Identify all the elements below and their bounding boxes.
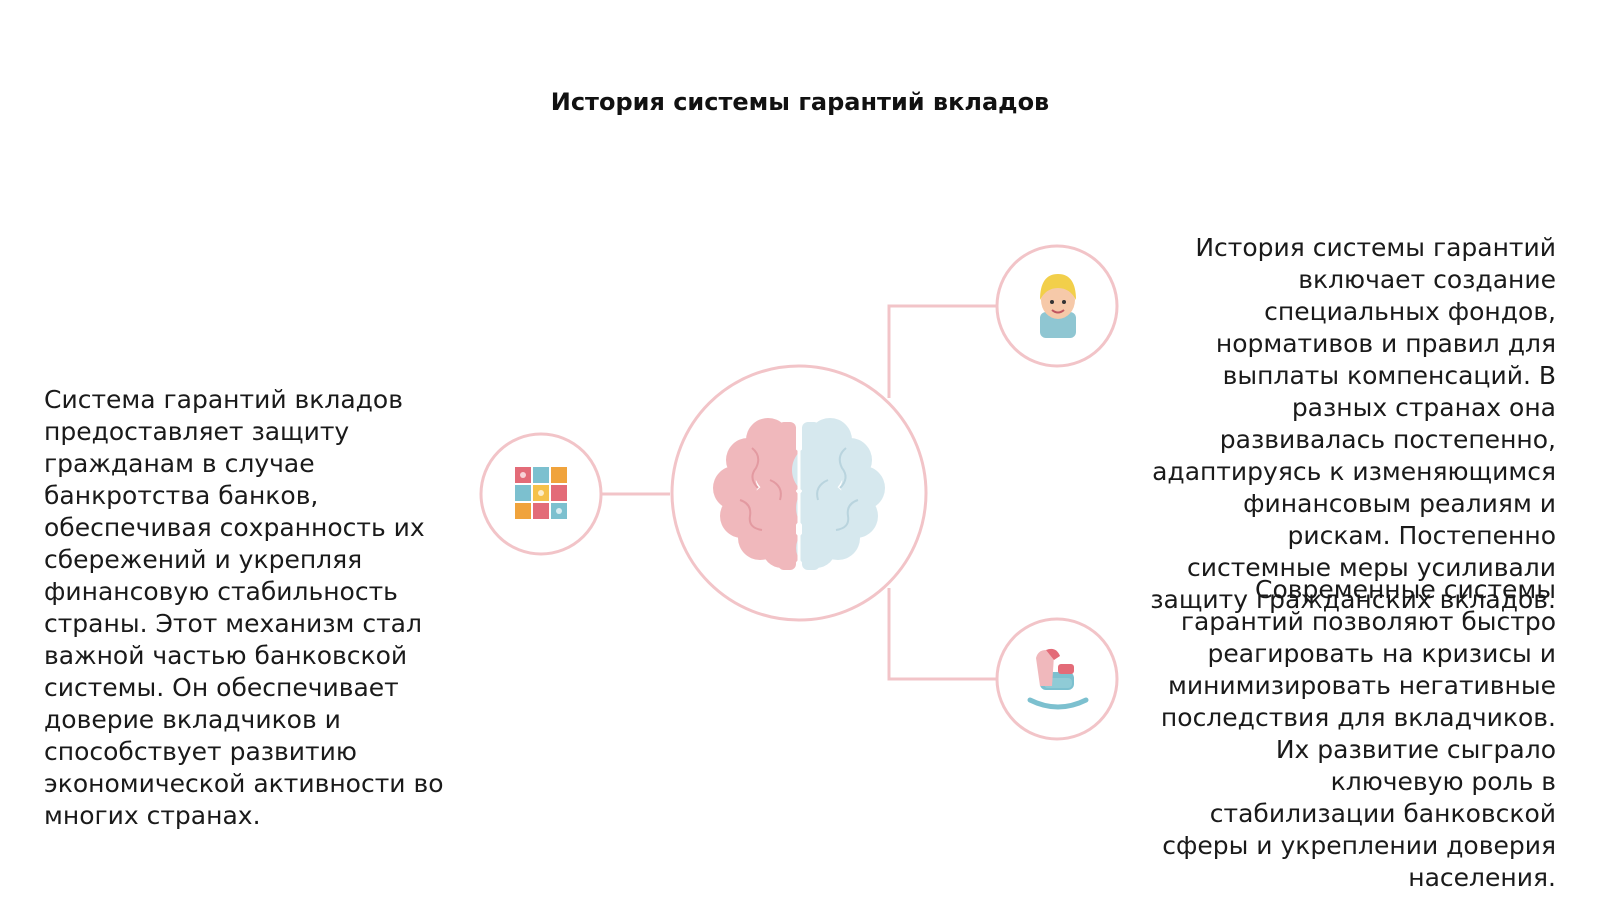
page-title: История системы гарантий вкладов bbox=[550, 88, 1050, 116]
bottom-right-description: Современные системы гарантий позволяют б… bbox=[1160, 575, 1556, 892]
top-right-description: История системы гарантий включает создан… bbox=[1150, 233, 1556, 614]
blocks-icon bbox=[515, 467, 567, 519]
left-description: Система гарантий вкладов предоставляет з… bbox=[44, 385, 444, 830]
connector-bottom-right bbox=[887, 588, 997, 681]
child-icon bbox=[1040, 274, 1076, 338]
connector-top-right bbox=[887, 304, 997, 398]
top-right-node bbox=[995, 244, 1119, 368]
left-node bbox=[479, 432, 603, 556]
center-node bbox=[670, 364, 928, 622]
bottom-right-node bbox=[995, 617, 1119, 741]
rocking-horse-icon bbox=[1027, 648, 1089, 710]
brain-icon bbox=[713, 418, 885, 572]
connector-lines bbox=[600, 304, 997, 681]
